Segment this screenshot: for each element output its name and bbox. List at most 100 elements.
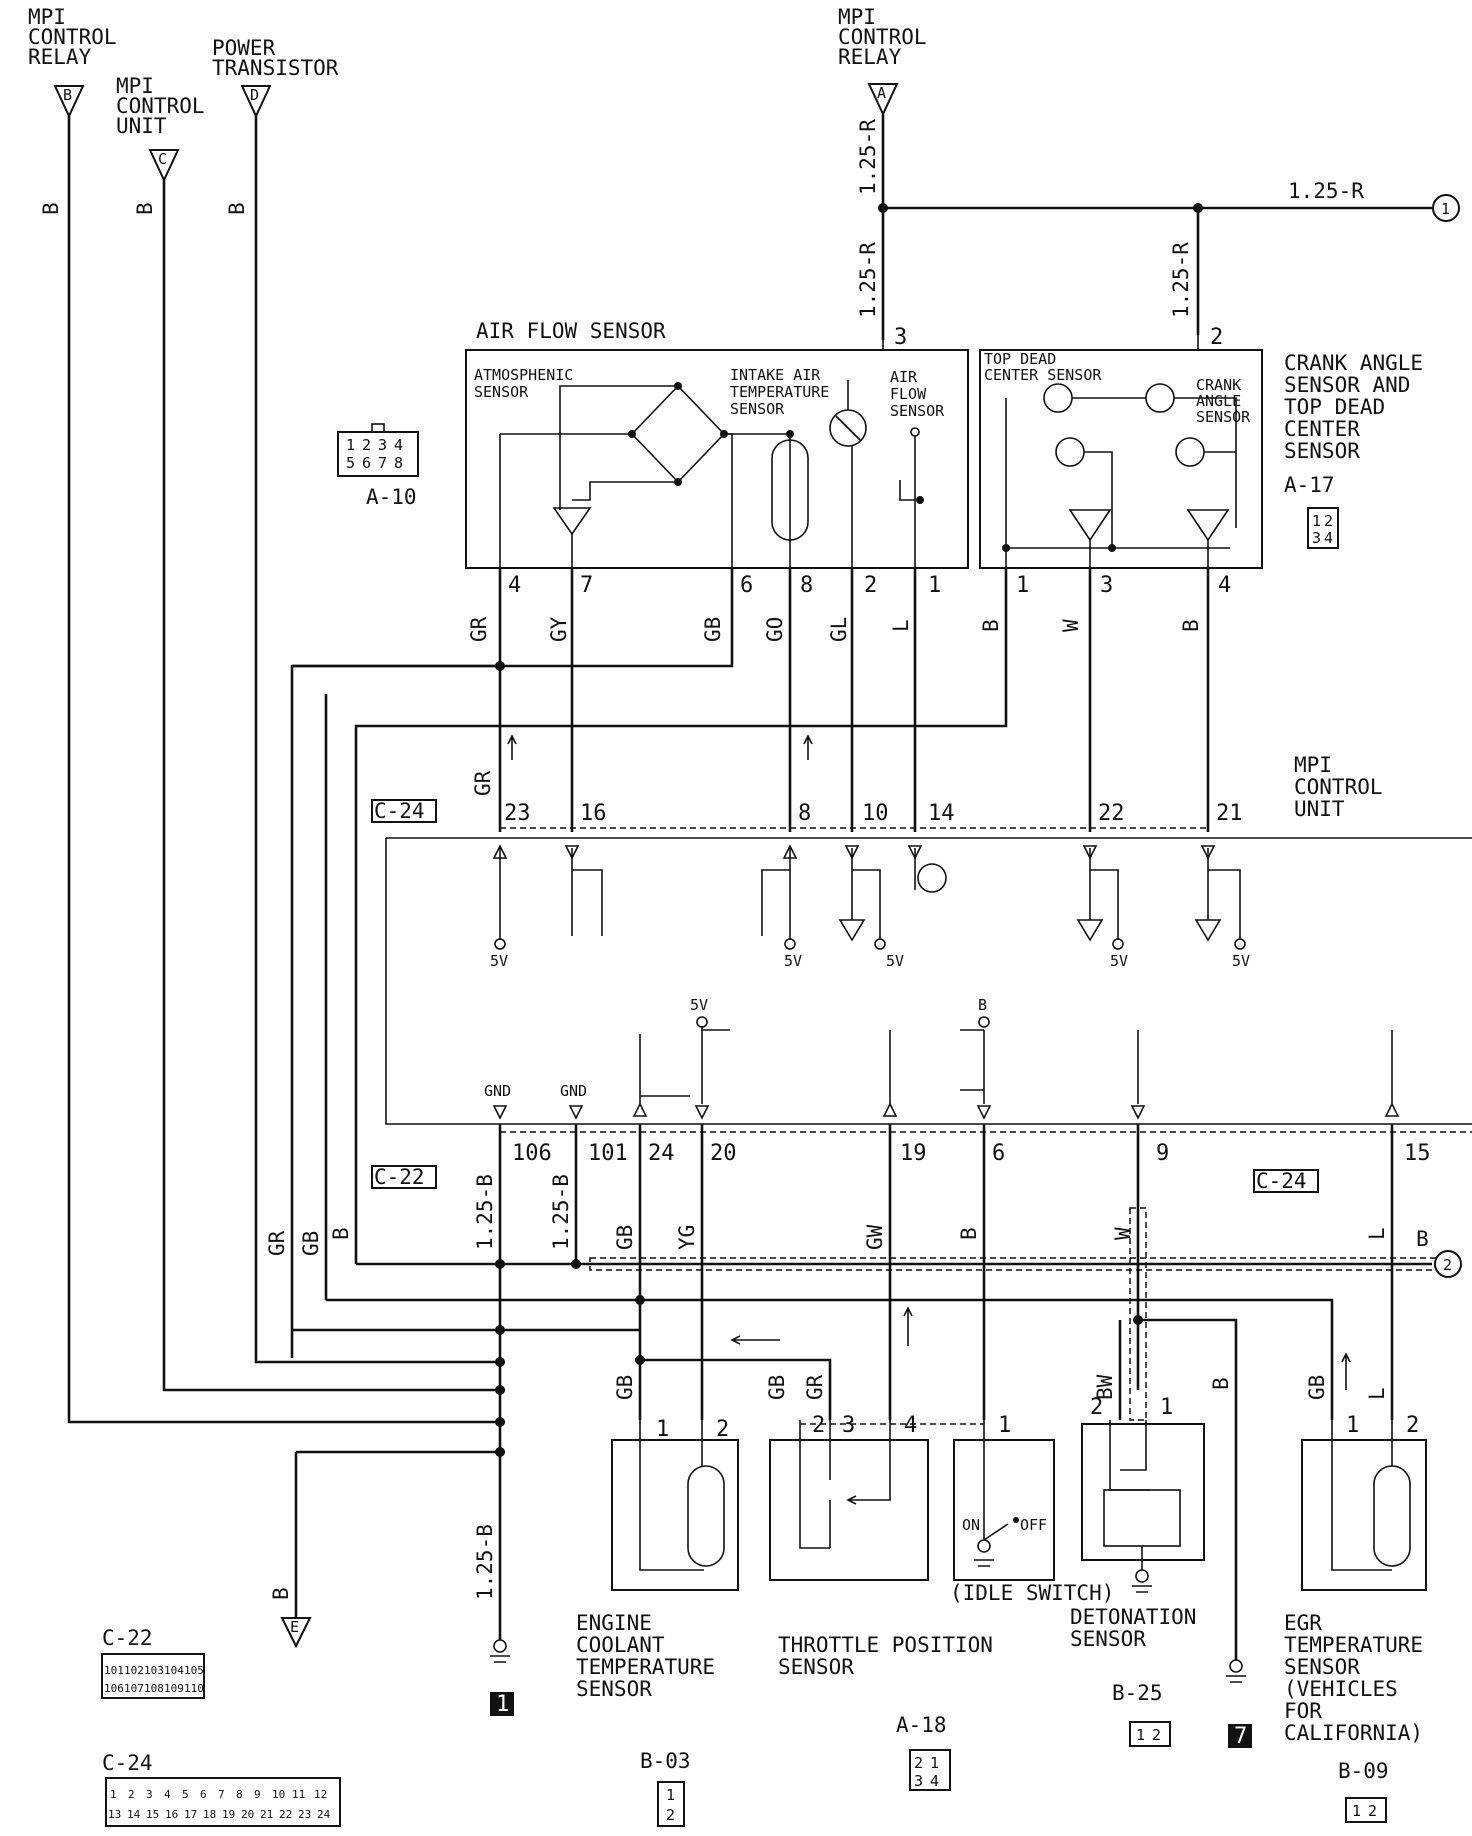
cas-pin-3: 3 — [1100, 573, 1113, 598]
wire-125b-ground: 1.25-B — [473, 1524, 497, 1600]
v5-10: 5V — [886, 952, 904, 970]
svg-text:2: 2 — [1368, 1802, 1377, 1820]
svg-text:14: 14 — [127, 1808, 141, 1821]
idle-switch: 1 ON OFF (IDLE SWITCH) — [950, 1413, 1114, 1605]
v5-24: 5V — [690, 996, 708, 1014]
b09-label: B-09 — [1338, 1759, 1389, 1783]
afs-pin-4: 4 — [508, 573, 521, 598]
c22-label: C-22 — [374, 1165, 425, 1189]
cas-pin-1: 1 — [1016, 573, 1029, 598]
svg-text:20: 20 — [241, 1808, 254, 1821]
wire-gb: GB — [701, 617, 725, 642]
ecu-pin-22: 22 — [1098, 801, 1125, 826]
svg-text:16: 16 — [165, 1808, 178, 1821]
ect-pin-1: 1 — [656, 1417, 669, 1442]
gnd-106: GND — [484, 1082, 511, 1100]
wire-gw-19: GW — [863, 1224, 887, 1250]
wire-b-cas: B — [979, 619, 1003, 632]
transistor-d-pin: D — [250, 86, 259, 104]
gnd-101: GND — [560, 1082, 587, 1100]
svg-text:109: 109 — [164, 1682, 184, 1695]
afs-pin-1: 1 — [928, 573, 941, 598]
wire-b-e: B — [269, 1587, 293, 1600]
wire-125b-101: 1.25-B — [549, 1174, 573, 1250]
ecu-pin-106: 106 — [512, 1141, 552, 1166]
wire-w-9: W — [1111, 1227, 1135, 1240]
c24-upper-label: C-24 — [374, 799, 425, 823]
svg-text:105: 105 — [184, 1664, 204, 1677]
wire-gb-ect: GB — [613, 1375, 637, 1400]
wire-125r-lower: 1.25-R — [856, 242, 880, 318]
svg-text:24: 24 — [317, 1808, 331, 1821]
b03-label: B-03 — [640, 1749, 691, 1773]
ecu-pin-23: 23 — [504, 801, 531, 826]
afs-pin-2: 2 — [864, 573, 877, 598]
v5-21: 5V — [1232, 952, 1250, 970]
c22-connector-icon — [371, 1165, 437, 1189]
wire-125r-crank: 1.25-R — [1169, 242, 1193, 318]
idle-switch-label: (IDLE SWITCH) — [950, 1581, 1114, 1605]
wire-gl: GL — [827, 617, 851, 642]
wire-125r-horizontal: 1.25-R — [1288, 179, 1364, 203]
connector-legend: C-22 101 102 103 104 105 106 107 108 109… — [101, 1626, 341, 1827]
ect-pin-2: 2 — [716, 1417, 729, 1442]
ground-ref-7-icon — [1228, 1724, 1252, 1748]
svg-text:6: 6 — [362, 454, 371, 472]
e-pin: E — [290, 1618, 299, 1636]
svg-text:108: 108 — [144, 1682, 164, 1695]
unit-c-connector-icon — [148, 149, 180, 183]
svg-text:104: 104 — [164, 1664, 184, 1677]
ref-1-icon — [1432, 194, 1460, 222]
det-pin-1: 1 — [1160, 1395, 1173, 1420]
tps-pin-4: 4 — [904, 1413, 917, 1438]
svg-text:11: 11 — [292, 1788, 305, 1801]
lower-wires: 2 1.25-B 1.25-B GB YG GW B W L B GR GB B… — [265, 1124, 1462, 1749]
ecu-pin-6: 6 — [992, 1141, 1005, 1166]
svg-text:21: 21 — [260, 1808, 273, 1821]
idle-off: OFF — [1020, 1516, 1047, 1534]
cas-pin-4: 4 — [1218, 573, 1231, 598]
a10-label: A-10 — [366, 485, 417, 509]
v5-22: 5V — [1110, 952, 1128, 970]
b25-label: B-25 — [1112, 1681, 1163, 1705]
e-connector-icon — [280, 1617, 312, 1649]
ref-2-icon — [1434, 1250, 1462, 1278]
ecu-pin-8: 8 — [798, 801, 811, 826]
wire-w-cas: W — [1059, 619, 1083, 632]
wire-l: L — [889, 619, 913, 632]
svg-text:107: 107 — [124, 1682, 144, 1695]
air-flow-sensor-title: AIR FLOW SENSOR — [476, 319, 666, 343]
tps-pin-3: 3 — [842, 1413, 855, 1438]
wire-gr: GR — [467, 616, 491, 642]
ecu-pin-15: 15 — [1404, 1141, 1431, 1166]
svg-text:2: 2 — [362, 436, 371, 454]
afs-pin-8: 8 — [800, 573, 813, 598]
ecu-gr-label: GR — [471, 770, 495, 796]
ground-ref-1-icon — [490, 1692, 514, 1716]
sensor-to-ecu-wires — [290, 568, 1210, 1358]
svg-text:9: 9 — [254, 1788, 261, 1801]
wire-b-det: B — [1209, 1377, 1233, 1390]
svg-text:12: 12 — [314, 1788, 327, 1801]
svg-text:8: 8 — [394, 454, 403, 472]
svg-text:17: 17 — [184, 1808, 197, 1821]
tps-pin-2: 2 — [812, 1413, 825, 1438]
b-supply-6: B — [978, 996, 987, 1014]
c24-lower-label: C-24 — [1256, 1169, 1307, 1193]
left-long-wires — [67, 116, 505, 1424]
